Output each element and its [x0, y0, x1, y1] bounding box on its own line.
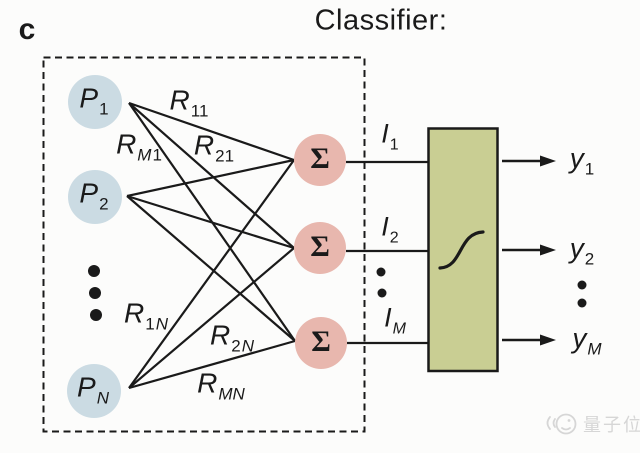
y2-sub: 2	[584, 249, 595, 269]
sum-node-2	[294, 222, 346, 274]
ellipsis-inputs-dot	[90, 309, 102, 321]
current-label-i1: I1	[381, 118, 399, 154]
r11-sub: 11	[190, 101, 209, 121]
rmn-sub: MN	[218, 384, 245, 404]
arrow-y1-head-icon	[540, 155, 556, 167]
ellipsis-dots	[88, 265, 587, 321]
r1n-base: R	[124, 297, 145, 329]
ellipsis-outputs-dot	[577, 298, 587, 308]
im-base: I	[384, 302, 392, 333]
qbit-mascot-icon	[546, 413, 577, 435]
r1n-sub-digit: 1	[145, 314, 155, 334]
p1-sub: 1	[99, 99, 109, 119]
weight-label-r21: R21	[193, 129, 235, 166]
figure-title: Classifier:	[314, 4, 448, 37]
r11-base: R	[169, 84, 190, 116]
i1-sub: 1	[389, 136, 399, 154]
sum-node-1	[294, 134, 346, 186]
weight-label-r11: R11	[169, 84, 209, 121]
rm1-sub-letter: M	[137, 145, 152, 165]
edge-pn-s3	[128, 339, 296, 390]
input-node-p2-label: P2	[79, 177, 109, 214]
edge-p1-s2	[128, 102, 295, 249]
edge-p2-s1	[126, 158, 295, 198]
r1n-sub-letter: N	[155, 314, 168, 334]
current-label-im: IM	[384, 302, 406, 338]
r2n-base: R	[210, 319, 231, 351]
output-label-y1: y1	[569, 142, 595, 179]
ellipsis-currents-dot	[376, 267, 386, 277]
im-sub: M	[392, 320, 406, 338]
weight-label-r2n: R2N	[210, 319, 254, 356]
weight-label-rm1: RM1	[116, 128, 162, 165]
synapse-lines	[126, 101, 296, 390]
pn-base: P	[77, 371, 96, 403]
current-label-i2: I2	[381, 211, 399, 247]
edge-p1-s1	[128, 101, 295, 162]
i2-sub: 2	[389, 229, 399, 247]
y1-sub: 1	[584, 159, 595, 179]
rmn-base: R	[197, 367, 218, 399]
watermark-text: 量子位	[583, 415, 640, 435]
r2n-sub-digit: 2	[231, 336, 241, 356]
arrow-y2-head-icon	[540, 244, 556, 256]
output-label-y2: y2	[569, 232, 595, 269]
output-arrowheads	[540, 155, 556, 346]
input-node-p2	[68, 170, 122, 224]
edge-pn-s1	[128, 159, 295, 389]
edge-p2-s2	[126, 194, 295, 250]
pn-sub: N	[96, 388, 109, 408]
input-node-pn-label: PN	[77, 371, 109, 408]
edge-p2-s3	[126, 195, 296, 342]
rm1-sub-digit: 1	[152, 145, 162, 165]
sum-node-3	[295, 317, 347, 369]
rm1-base: R	[116, 128, 137, 160]
current-wires	[346, 160, 428, 345]
output-arrows	[502, 159, 541, 342]
ellipsis-inputs-dot	[88, 265, 100, 277]
weight-label-rmn: RMN	[197, 367, 245, 404]
weight-label-r1n: R1N	[124, 297, 168, 334]
arrow-ym-head-icon	[540, 334, 556, 346]
r21-base: R	[193, 129, 215, 161]
ym-sub: M	[587, 339, 602, 359]
p2-base: P	[79, 177, 99, 209]
y1-base: y	[569, 142, 584, 174]
ellipsis-inputs-dot	[89, 287, 101, 299]
sum-node-1-symbol: Σ	[310, 142, 330, 176]
ellipsis-outputs-dot	[577, 280, 587, 290]
y2-base: y	[569, 232, 584, 264]
sum-node-3-symbol: Σ	[311, 325, 331, 359]
input-node-p1	[68, 75, 122, 129]
ellipsis-currents-dot	[377, 288, 387, 298]
i1-base: I	[381, 118, 389, 149]
output-label-ym: yM	[572, 322, 602, 359]
sum-node-2-symbol: Σ	[310, 230, 330, 264]
ym-base: y	[572, 322, 587, 354]
sigmoid-icon	[438, 230, 485, 270]
panel-label: c	[18, 13, 36, 46]
p2-sub: 2	[99, 194, 109, 214]
r21-sub: 21	[215, 146, 235, 166]
p1-base: P	[79, 82, 99, 114]
i2-base: I	[381, 211, 389, 242]
dashed-boundary-box	[42, 56, 366, 433]
r2n-sub-letter: N	[241, 336, 254, 356]
input-node-pn	[67, 364, 121, 418]
activation-box	[427, 127, 499, 373]
input-node-p1-label: P1	[79, 82, 109, 119]
edge-pn-s2	[128, 247, 295, 389]
